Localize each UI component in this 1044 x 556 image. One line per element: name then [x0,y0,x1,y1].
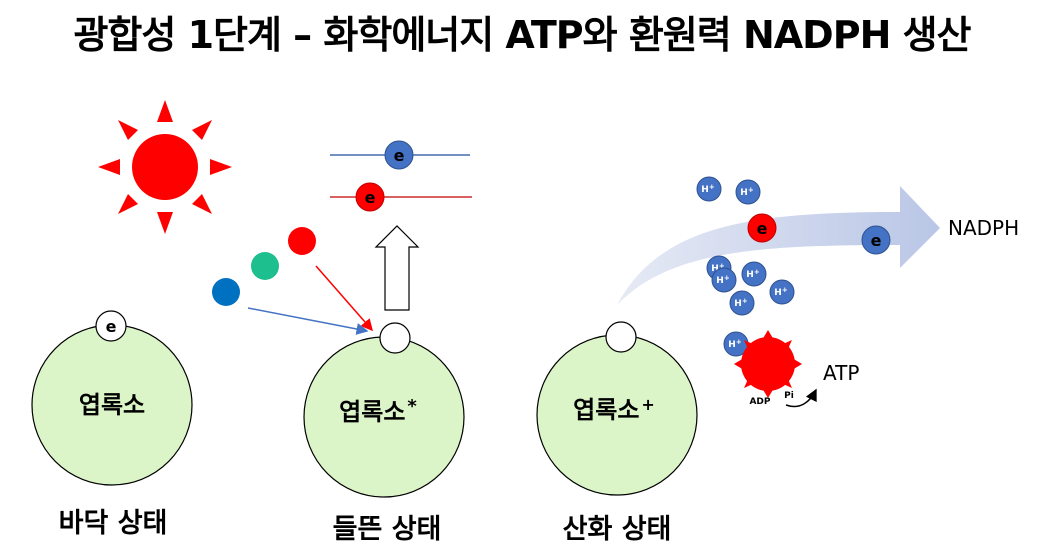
svg-text:e: e [365,188,376,207]
oxidized-state-caption: 산화 상태 [563,514,672,545]
proton-label: H+ [734,297,748,309]
proton-label: H+ [728,338,742,350]
proton-label: H+ [716,274,730,286]
electron-upper: e [384,140,414,170]
page-title: 광합성 1단계 – 화학에너지 ATP와 환원력 NADPH 생산 [73,13,971,57]
proton-4 [741,261,767,287]
photon-red-arrow [315,265,373,332]
proton-6 [729,290,755,316]
atp-synthase-icon [734,330,802,398]
proton-label: H+ [774,286,788,298]
proton-1 [696,176,722,202]
excitation-arrow [374,225,420,311]
proton-7 [711,267,737,293]
chlorophyll-ground-label: 엽록소 [79,391,145,419]
proton-2 [735,179,761,205]
chlorophyll-oxidized-label: 엽록소+ [573,395,655,424]
electron-transport-arrow [617,186,940,305]
adp-label: ADP [749,397,770,407]
photon-green [251,252,279,280]
excited-state-caption: 들뜬 상태 [333,514,442,545]
svg-text:e: e [394,146,405,165]
proton-label: H+ [746,268,760,280]
electron-ground: e [95,310,127,342]
pi-label: Pi [784,391,794,401]
photon-blue [212,278,240,306]
ground-state-caption: 바닥 상태 [59,508,168,539]
proton-label: H+ [701,183,715,195]
nadph-label: NADPH [948,216,1019,240]
electron-lower: e [355,182,385,212]
photon-blue-arrow [247,307,369,335]
electron-transport-red: e [747,213,777,243]
svg-text:e: e [757,219,768,238]
electron-transport-blue: e [861,225,891,255]
photon-red [288,227,316,255]
chlorophyll-excited-label: 엽록소* [339,396,417,426]
proton-label: H+ [711,262,725,274]
proton-5 [769,279,795,305]
proton-label: H+ [740,186,754,198]
svg-text:e: e [871,231,882,250]
protons-group: H+H+H+H+H+H+H+H+ [696,176,795,357]
electron-hole-excited [379,322,411,354]
sun-icon [98,100,232,234]
svg-text:e: e [106,317,117,336]
electron-hole-oxidized [605,321,637,353]
atp-formation-arrow [785,388,817,408]
atp-label: ATP [823,361,859,385]
